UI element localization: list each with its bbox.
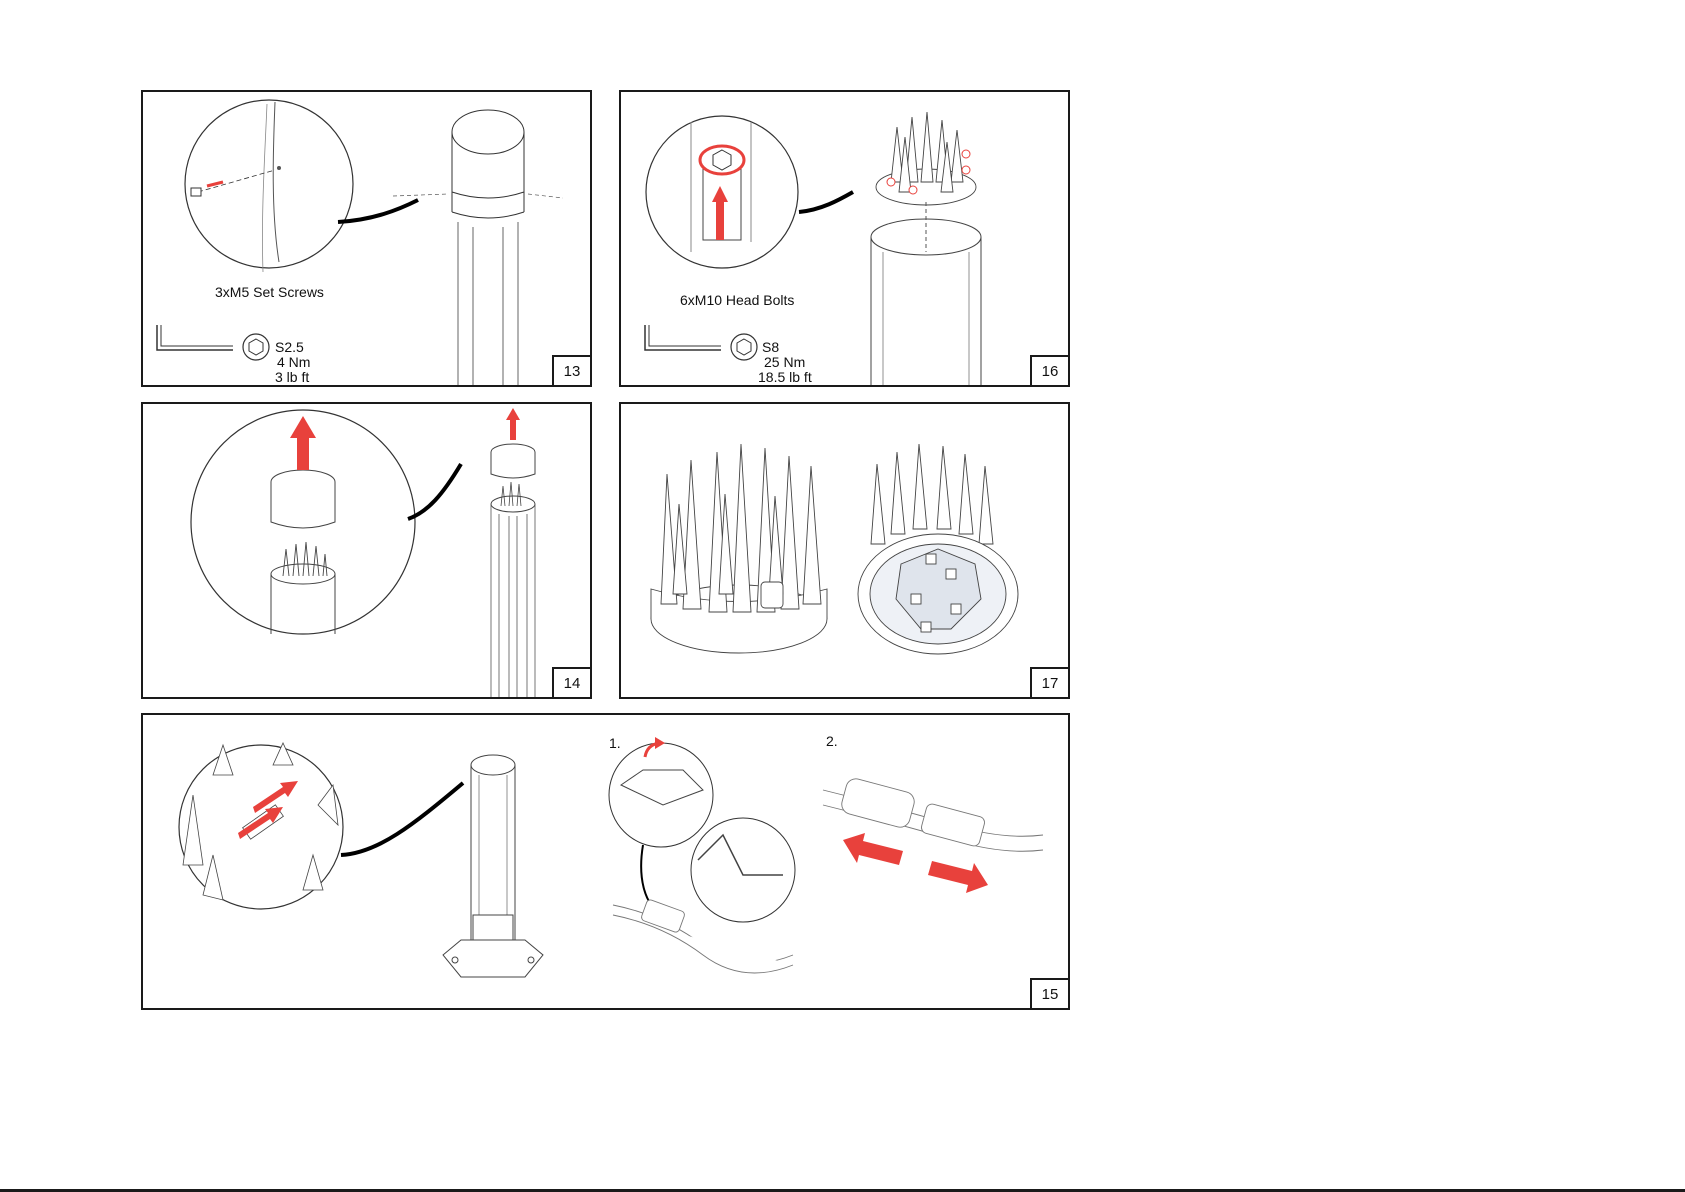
step-number: 17	[1030, 667, 1070, 699]
screw-label: 3xM5 Set Screws	[215, 284, 324, 300]
step-14-illustration	[143, 404, 592, 699]
torque-nm: 4 Nm	[277, 355, 310, 370]
step-16-illustration	[621, 92, 1070, 387]
sub-step-1-label: 1.	[609, 735, 621, 751]
step-16-panel: 6xM10 Head Bolts S8 25 Nm 18.5 lb ft 16	[619, 90, 1070, 387]
sub-step-2-label: 2.	[826, 733, 838, 749]
step-number: 14	[552, 667, 592, 699]
step-13-illustration	[143, 92, 592, 387]
torque-spec: S8 25 Nm 18.5 lb ft	[766, 340, 812, 385]
torque-nm: 25 Nm	[764, 355, 812, 370]
tool-size: S2.5	[275, 340, 310, 355]
step-15-illustration	[143, 715, 1070, 1010]
step-number: 13	[552, 355, 592, 387]
torque-lbft: 3 lb ft	[275, 370, 310, 385]
bolt-label: 6xM10 Head Bolts	[680, 292, 794, 308]
torque-spec: S2.5 4 Nm 3 lb ft	[275, 340, 310, 385]
step-number: 16	[1030, 355, 1070, 387]
step-14-panel: 14	[141, 402, 592, 699]
step-15-panel: 1. 2. 15	[141, 713, 1070, 1010]
step-13-panel: 3xM5 Set Screws S2.5 4 Nm 3 lb ft 13	[141, 90, 592, 387]
step-number: 15	[1030, 978, 1070, 1010]
tool-size: S8	[762, 340, 812, 355]
step-17-panel: 17	[619, 402, 1070, 699]
step-17-illustration	[621, 404, 1070, 699]
torque-lbft: 18.5 lb ft	[758, 370, 812, 385]
